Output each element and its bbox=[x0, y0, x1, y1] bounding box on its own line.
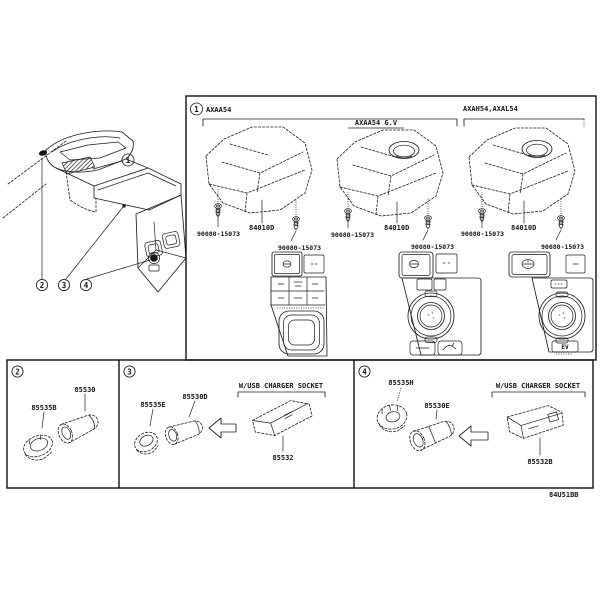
sub-panel-4: 4 85535H 85530E W/USB CHARGER SOCKET bbox=[358, 365, 586, 466]
group-right-bracket bbox=[463, 118, 585, 127]
panel-4-callout: 4 bbox=[362, 367, 367, 376]
switch-panel-dial-hybrid-type: EV bbox=[508, 251, 594, 355]
socket-cap-85535B bbox=[23, 434, 53, 461]
usb-charger-socket-85532B bbox=[506, 405, 564, 439]
callout-2: 2 bbox=[35, 278, 49, 292]
assembly-1-labels: 90080-15073 84010D 90080-15073 bbox=[197, 199, 321, 252]
part-number-85530E: 85530E bbox=[424, 402, 449, 410]
switch-panel-tray-type bbox=[270, 251, 328, 357]
assembly-3-labels: 90080-15073 84010D 90080-15073 bbox=[461, 200, 584, 251]
assembly-2-labels: 90080-15073 84010D 90080-15073 bbox=[331, 201, 454, 251]
part-number-85535H: 85535H bbox=[388, 379, 413, 387]
power-button-icon bbox=[282, 260, 292, 268]
callout-1-header: 1 bbox=[190, 102, 203, 116]
console-part-number: 84010D bbox=[249, 224, 274, 232]
part-number-85530D: 85530D bbox=[182, 393, 207, 401]
screw-part-number: 90080-15073 bbox=[461, 230, 504, 238]
shift-area-mark bbox=[38, 150, 48, 156]
power-button-icon bbox=[409, 260, 419, 268]
model-group-left-label: AXAA54 bbox=[206, 106, 231, 114]
callout-1-number: 1 bbox=[126, 156, 131, 165]
callout-1: 1 bbox=[121, 153, 135, 167]
switch-panel-location bbox=[61, 156, 96, 175]
callout-leader bbox=[65, 206, 124, 280]
screw-part-number: 90080-15073 bbox=[278, 244, 321, 252]
socket-cap-85535H bbox=[376, 404, 408, 433]
usb-bracket-label: W/USB CHARGER SOCKET bbox=[496, 382, 580, 390]
callout-2-number: 2 bbox=[40, 281, 45, 290]
model-group-center-label: AXAA54 G.V bbox=[355, 119, 398, 127]
part-number-85535B: 85535B bbox=[31, 404, 56, 412]
rear-socket-outline bbox=[148, 252, 160, 264]
usb-bracket-label: W/USB CHARGER SOCKET bbox=[239, 382, 323, 390]
direction-arrow-icon bbox=[458, 425, 489, 447]
part-number-85535E: 85535E bbox=[140, 401, 165, 409]
callout-1-number: 1 bbox=[194, 105, 199, 114]
console-part-number: 84010D bbox=[511, 224, 536, 232]
rear-socket bbox=[150, 254, 158, 262]
vehicle-console-illustration: 1 2 3 4 bbox=[2, 130, 187, 293]
power-button-icon bbox=[521, 259, 535, 269]
dial-opening-console-2 bbox=[388, 141, 420, 159]
group-left-bracket bbox=[202, 118, 458, 127]
screw-insert-lines bbox=[217, 188, 562, 215]
figure-code: 84U51BB bbox=[549, 491, 579, 499]
dial-opening-console-3 bbox=[521, 140, 553, 158]
sub-panels-border bbox=[6, 359, 594, 489]
callout-leader bbox=[92, 160, 123, 170]
part-number-85532: 85532 bbox=[272, 454, 293, 462]
screw-part-number: 90080-15073 bbox=[331, 231, 374, 239]
usb-bracket bbox=[491, 391, 586, 398]
dial-dots bbox=[427, 312, 435, 319]
socket-cap-85535E bbox=[134, 431, 159, 455]
callout-4-number: 4 bbox=[84, 281, 89, 290]
screw-part-number: 90080-15073 bbox=[411, 243, 454, 251]
console-part-number: 84010D bbox=[384, 224, 409, 232]
direction-arrow-icon bbox=[208, 417, 237, 439]
usb-bracket bbox=[237, 391, 326, 398]
dial-dots bbox=[558, 312, 566, 319]
sub-panel-dividers bbox=[118, 360, 355, 488]
callout-leader bbox=[86, 259, 151, 280]
part-number-85532B: 85532B bbox=[527, 458, 552, 466]
ev-button-label: EV bbox=[561, 344, 569, 351]
mode-button-icon bbox=[442, 342, 457, 351]
power-outlet-socket-85530 bbox=[57, 414, 99, 444]
callout-3: 3 bbox=[57, 278, 71, 292]
sub-panel-2: 2 85530 85535B bbox=[11, 365, 99, 461]
screw-part-number: 90080-15073 bbox=[197, 230, 240, 238]
callout-3-number: 3 bbox=[62, 281, 67, 290]
model-group-right-label: AXAH54,AXAL54 bbox=[463, 105, 518, 113]
sub-panels-strip: 2 85530 85535B 3 85535E bbox=[6, 359, 594, 489]
screw-part-number: 90080-15073 bbox=[541, 243, 584, 251]
power-outlet-socket-85530E bbox=[409, 420, 455, 452]
usb-charger-socket-85532 bbox=[252, 400, 313, 436]
panel-3-callout: 3 bbox=[127, 367, 132, 376]
dash-sketch-line bbox=[2, 183, 47, 219]
callout-4: 4 bbox=[79, 278, 93, 292]
part-number-85530: 85530 bbox=[74, 386, 95, 394]
switch-panel-dial-type bbox=[398, 251, 482, 356]
panel-2-callout: 2 bbox=[15, 367, 20, 376]
dash-sketch-line bbox=[7, 140, 67, 185]
sub-panel-3: 3 85535E 85530D W/USB CHARGER SOCKET bbox=[123, 365, 326, 462]
power-outlet-socket-85530D bbox=[164, 420, 203, 445]
